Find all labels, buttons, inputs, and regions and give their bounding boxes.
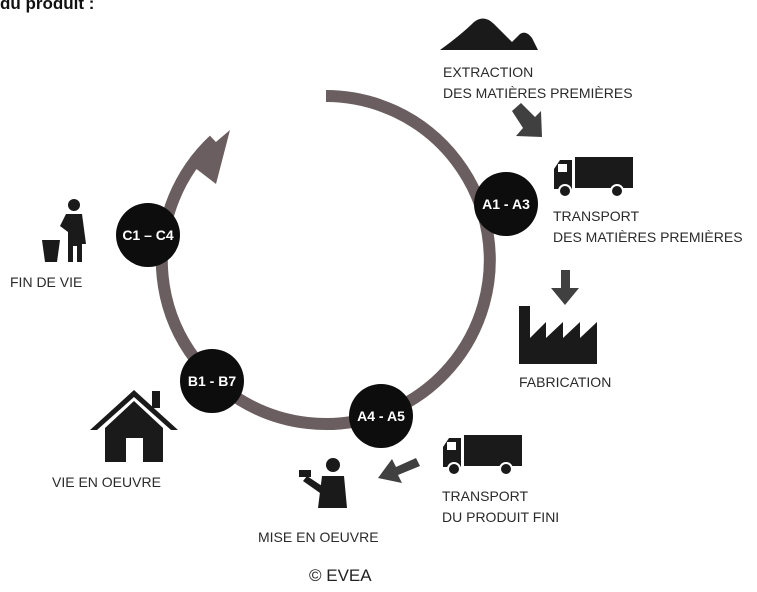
label-transport-finished-product: TRANSPORT DU PRODUIT FINI bbox=[442, 488, 560, 525]
arrow-icon bbox=[512, 103, 542, 137]
label-extraction: EXTRACTION DES MATIÈRES PREMIÈRES bbox=[443, 64, 633, 101]
badge-a1-a3: A1 - A3 bbox=[474, 172, 538, 236]
label-implementation: MISE EN OEUVRE bbox=[258, 529, 379, 545]
arrow-icon bbox=[551, 270, 579, 305]
arrow-icon bbox=[378, 458, 420, 483]
factory-icon bbox=[519, 306, 597, 364]
house-icon bbox=[90, 390, 178, 462]
worker-icon bbox=[299, 458, 347, 508]
trash-person-icon bbox=[42, 199, 86, 262]
label-transport-raw-materials: TRANSPORT DES MATIÈRES PREMIÈRES bbox=[553, 208, 743, 245]
badge-c1-c4: C1 – C4 bbox=[116, 203, 180, 267]
diagram-title: du produit : bbox=[0, 0, 95, 13]
label-end-of-life: FIN DE VIE bbox=[10, 274, 83, 290]
badge-b1-b7: B1 - B7 bbox=[180, 349, 244, 413]
truck-icon bbox=[443, 435, 522, 476]
mountain-icon bbox=[440, 18, 538, 50]
label-use: VIE EN OEUVRE bbox=[52, 474, 161, 490]
lifecycle-cycle-arrowhead bbox=[190, 130, 230, 184]
truck-icon bbox=[554, 157, 633, 198]
copyright-notice: © EVEA bbox=[309, 566, 372, 585]
badge-a4-a5: A4 - A5 bbox=[349, 384, 413, 448]
label-fabrication: FABRICATION bbox=[519, 374, 612, 390]
